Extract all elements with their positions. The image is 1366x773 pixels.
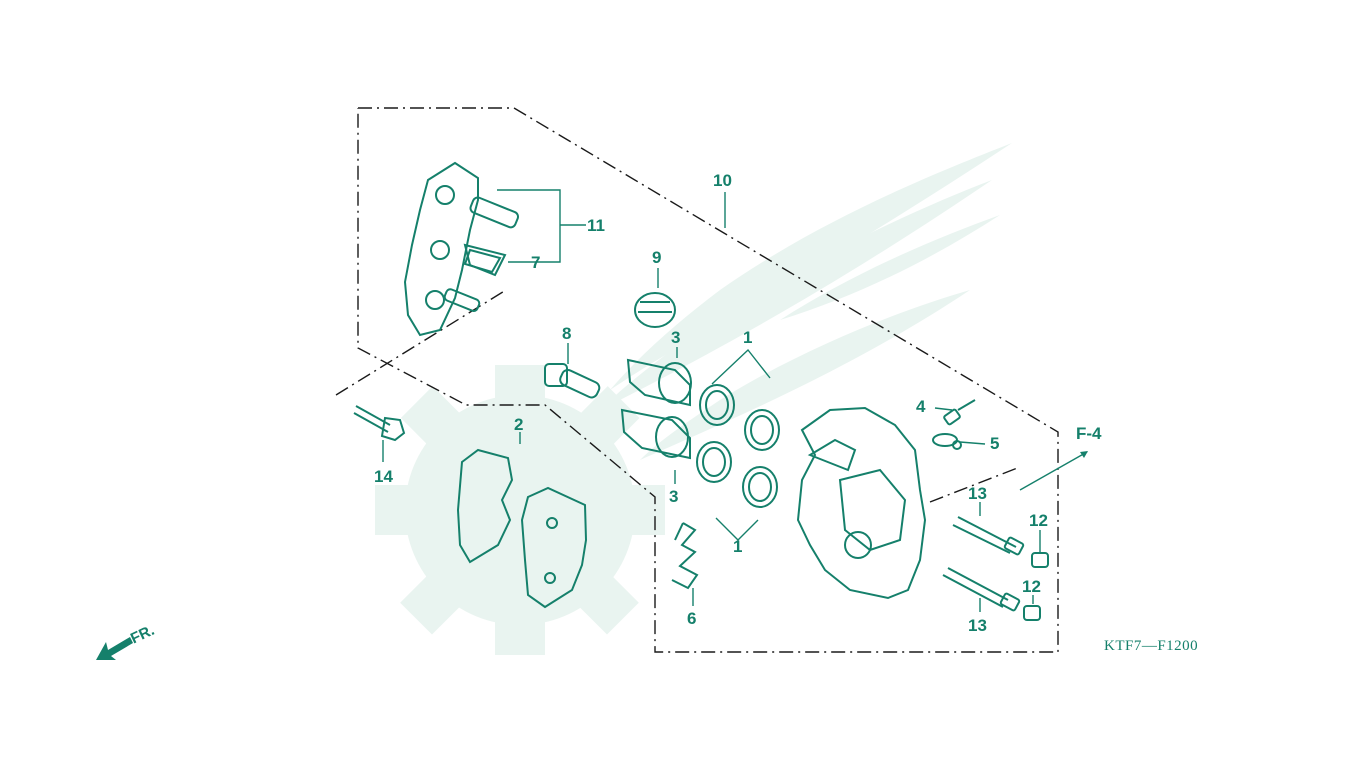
bleeder-valve xyxy=(943,399,976,426)
bleeder-cap xyxy=(932,433,962,450)
pad-retainer-clip xyxy=(463,248,502,274)
callout-11: 11 xyxy=(587,216,605,235)
pin-plugs xyxy=(1023,552,1049,621)
pad-pins xyxy=(942,516,1025,612)
callout-1-lower: 1 xyxy=(733,537,743,556)
arrow-front-icon xyxy=(96,637,133,660)
piston-seals xyxy=(696,384,780,508)
callout-13-upper: 13 xyxy=(968,484,987,503)
callout-12-upper: 12 xyxy=(1029,511,1048,530)
callout-6: 6 xyxy=(687,609,697,628)
reference-arrow xyxy=(1019,451,1088,491)
callout-2: 2 xyxy=(514,415,524,434)
callout-8: 8 xyxy=(562,324,572,343)
callout-3-lower: 3 xyxy=(669,487,679,506)
callout-9: 9 xyxy=(652,248,662,267)
diagram-code: KTF7—F1200 xyxy=(1104,638,1199,654)
caliper-body xyxy=(796,406,927,600)
pad-spring xyxy=(671,522,699,590)
callout-13-lower: 13 xyxy=(968,616,987,635)
callout-7: 7 xyxy=(531,253,541,272)
callout-1-upper: 1 xyxy=(743,328,753,347)
reference-label: F-4 xyxy=(1076,424,1102,443)
callout-12-lower: 12 xyxy=(1022,577,1041,596)
piston-upper xyxy=(626,358,692,407)
brake-pads xyxy=(456,448,588,609)
watermark-logo xyxy=(375,143,1012,655)
callout-4: 4 xyxy=(916,397,926,416)
pin-boot xyxy=(634,292,676,328)
mounting-bolt xyxy=(353,405,406,442)
callout-3-upper: 3 xyxy=(671,328,681,347)
caliper-bracket xyxy=(403,161,519,337)
callout-5: 5 xyxy=(990,434,1000,453)
slide-pin xyxy=(544,363,601,399)
leader-lines xyxy=(382,189,1041,612)
piston-lower xyxy=(620,408,691,460)
callout-14: 14 xyxy=(374,467,393,486)
callout-10: 10 xyxy=(713,171,732,190)
